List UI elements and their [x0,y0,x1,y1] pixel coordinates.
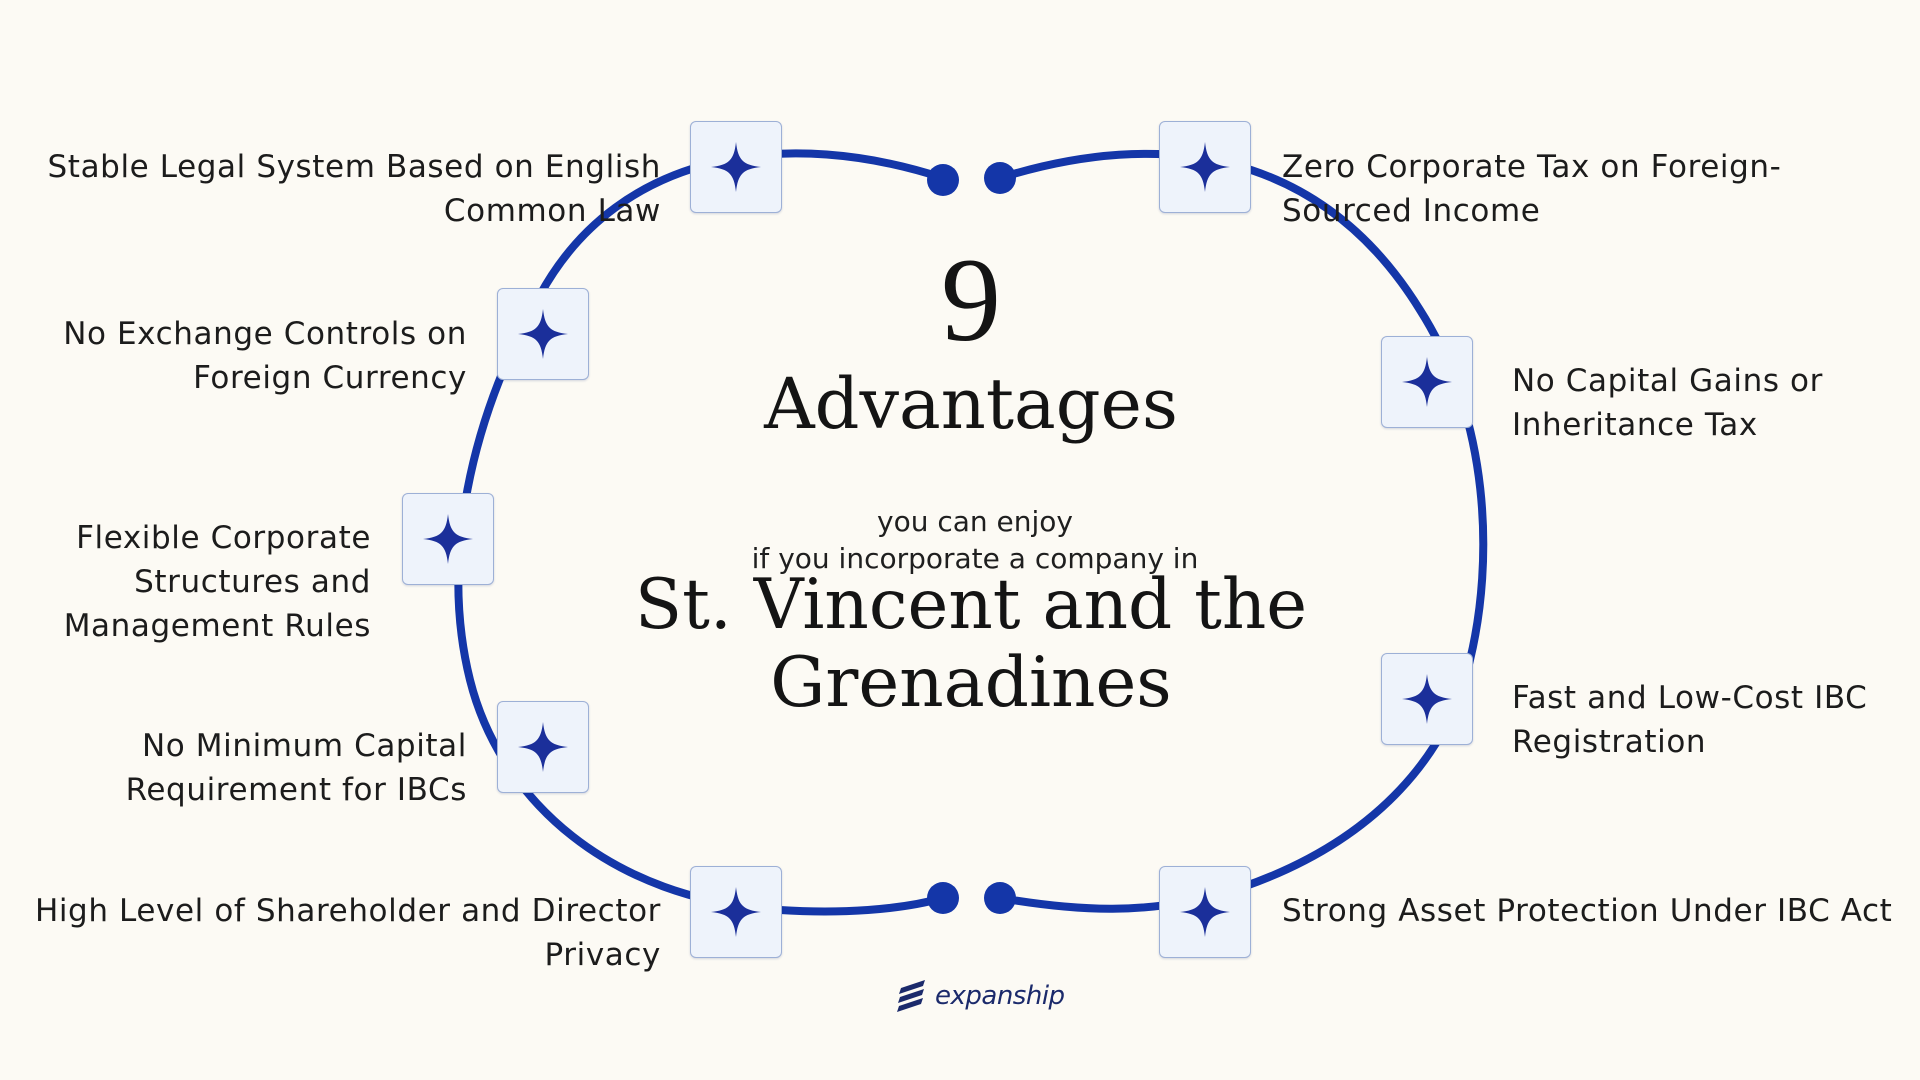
advantage-node-7 [402,493,494,585]
advantage-5-line-2: Privacy [544,937,661,973]
advantage-4-line-1: Strong Asset Protection Under IBC Act [1282,893,1893,929]
advantage-label-6: No Minimum Capital Requirement for IBCs [126,724,467,812]
advantage-7-line-3: Management Rules [63,608,371,644]
subtitle-line-2: if you incorporate a company in [751,542,1199,575]
advantage-node-4 [1159,866,1251,958]
advantage-8-line-2: Foreign Currency [193,360,467,396]
advantage-label-2: No Capital Gains or Inheritance Tax [1512,359,1823,447]
advantage-node-5 [690,866,782,958]
advantage-7-line-1: Flexible Corporate [76,520,371,556]
advantage-5-line-1: High Level of Shareholder and Director [34,893,661,929]
country-name: St. Vincent and the Grenadines [0,566,1920,722]
four-point-star-icon [518,722,568,772]
country-line-1: St. Vincent and the [634,565,1308,645]
advantage-label-7: Flexible Corporate Structures and Manage… [64,516,371,648]
brand-name: expanship [935,981,1065,1011]
advantage-9-line-1: Stable Legal System Based on English [47,149,661,185]
subtitle-line-1: you can enjoy [877,505,1073,538]
ring-dot-bottom-right [984,882,1016,914]
advantage-1-line-2: Sourced Income [1282,193,1541,229]
advantage-6-line-1: No Minimum Capital [141,728,467,764]
advantage-6-line-2: Requirement for IBCs [125,772,467,808]
advantage-node-8 [497,288,589,380]
subtitle: you can enjoy if you incorporate a compa… [0,503,1920,577]
advantage-9-line-2: Common Law [443,193,661,229]
advantage-label-5: High Level of Shareholder and Director P… [35,889,661,977]
advantage-label-4: Strong Asset Protection Under IBC Act [1282,889,1892,933]
advantage-label-1: Zero Corporate Tax on Foreign- Sourced I… [1282,145,1781,233]
four-point-star-icon [423,514,473,564]
advantage-node-3 [1381,653,1473,745]
ring-dot-top-left [927,164,959,196]
four-point-star-icon [711,887,761,937]
advantage-node-2 [1381,336,1473,428]
four-point-star-icon [1402,674,1452,724]
advantages-heading: Advantages [764,363,1178,445]
advantage-label-9: Stable Legal System Based on English Com… [48,145,661,233]
advantage-2-line-2: Inheritance Tax [1512,407,1758,443]
four-point-star-icon [711,142,761,192]
advantage-3-line-2: Registration [1512,724,1707,760]
advantage-1-line-1: Zero Corporate Tax on Foreign- [1282,149,1782,185]
advantage-count: 9 [941,233,1001,366]
advantage-3-line-1: Fast and Low-Cost IBC [1512,680,1868,716]
advantage-label-3: Fast and Low-Cost IBC Registration [1512,676,1867,764]
ring-dot-top-right [984,162,1016,194]
advantage-label-8: No Exchange Controls on Foreign Currency [63,312,467,400]
four-point-star-icon [518,309,568,359]
advantage-node-9 [690,121,782,213]
advantage-node-1 [1159,121,1251,213]
four-point-star-icon [1180,887,1230,937]
stacked-sails-logo-icon [897,980,925,1012]
country-line-2: Grenadines [770,643,1172,723]
advantage-7-line-2: Structures and [134,564,371,600]
advantage-8-line-1: No Exchange Controls on [63,316,467,352]
advantage-node-6 [497,701,589,793]
four-point-star-icon [1402,357,1452,407]
brand-logo: expanship [895,974,1065,1018]
ring-dot-bottom-left [927,882,959,914]
four-point-star-icon [1180,142,1230,192]
advantage-2-line-1: No Capital Gains or [1512,363,1823,399]
